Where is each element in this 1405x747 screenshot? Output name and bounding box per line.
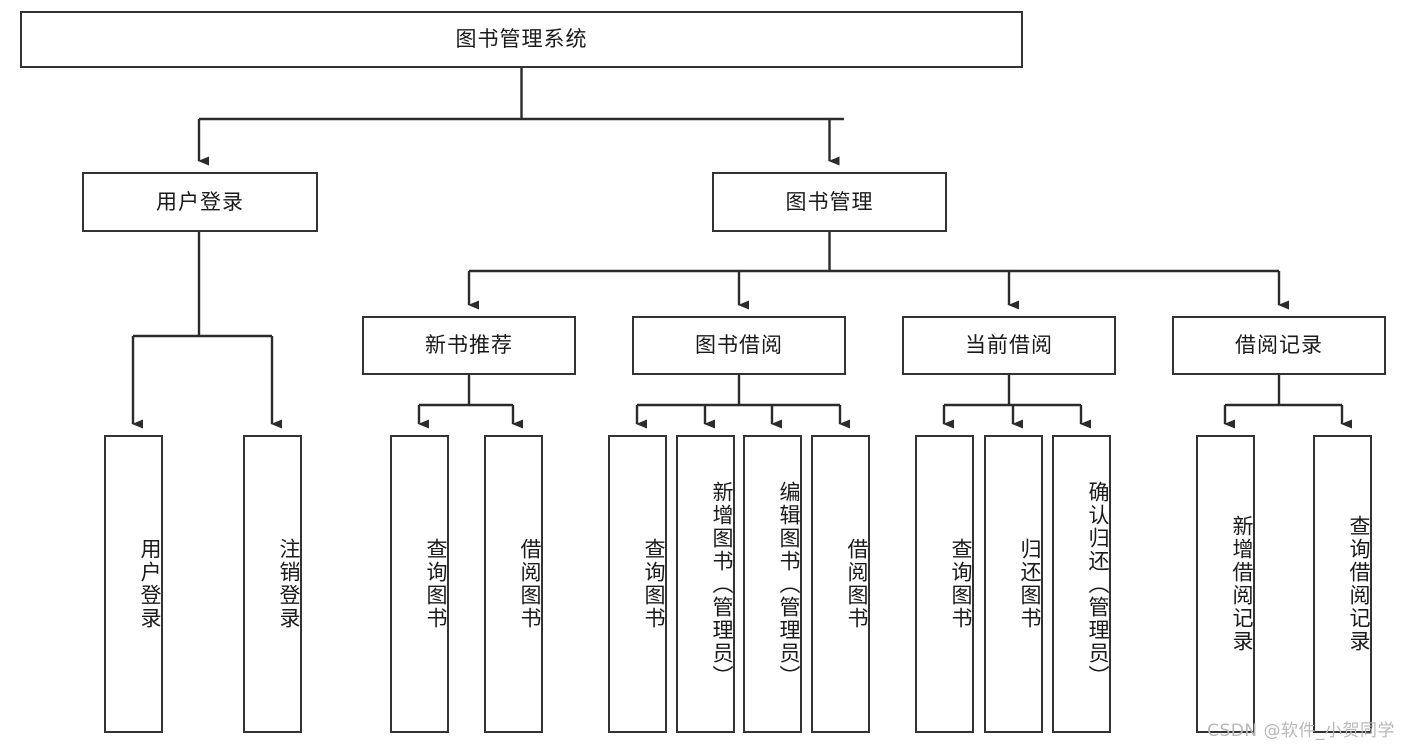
node-root-label: 图书管理系统 bbox=[455, 27, 588, 52]
node-leaf-borrow-book-label: 借阅图书 bbox=[845, 538, 869, 630]
node-leaf-cur-query-label: 查询图书 bbox=[949, 538, 973, 630]
node-user-login-label: 用户登录 bbox=[156, 189, 244, 214]
node-leaf-rec-borrow-label: 借阅图书 bbox=[518, 538, 542, 630]
node-leaf-add-record[interactable]: 新增借阅记录 bbox=[1196, 435, 1255, 733]
node-leaf-borrow-query[interactable]: 查询图书 bbox=[608, 435, 667, 733]
node-book-manage[interactable]: 图书管理 bbox=[712, 172, 947, 232]
node-leaf-user-login-label: 用户登录 bbox=[138, 538, 162, 630]
node-leaf-add-book[interactable]: 新增图书（管理员） bbox=[676, 435, 735, 733]
node-root[interactable]: 图书管理系统 bbox=[20, 11, 1023, 68]
node-leaf-borrow-query-label: 查询图书 bbox=[642, 538, 666, 630]
node-book-borrow-label: 图书借阅 bbox=[695, 333, 783, 358]
node-new-book-rec-label: 新书推荐 bbox=[425, 333, 513, 358]
node-leaf-add-book-label: 新增图书（管理员） bbox=[710, 480, 734, 688]
node-leaf-add-record-label: 新增借阅记录 bbox=[1230, 515, 1254, 653]
node-user-login[interactable]: 用户登录 bbox=[82, 172, 318, 232]
node-leaf-query-record[interactable]: 查询借阅记录 bbox=[1313, 435, 1372, 733]
node-borrow-record-label: 借阅记录 bbox=[1235, 333, 1323, 358]
node-leaf-user-login[interactable]: 用户登录 bbox=[104, 435, 163, 733]
node-new-book-rec[interactable]: 新书推荐 bbox=[362, 316, 576, 375]
node-leaf-edit-book[interactable]: 编辑图书（管理员） bbox=[743, 435, 802, 733]
node-leaf-query-record-label: 查询借阅记录 bbox=[1347, 515, 1371, 653]
node-leaf-confirm-return[interactable]: 确认归还（管理员） bbox=[1052, 435, 1111, 733]
node-book-manage-label: 图书管理 bbox=[785, 189, 874, 214]
node-leaf-borrow-book[interactable]: 借阅图书 bbox=[811, 435, 870, 733]
node-current-borrow-label: 当前借阅 bbox=[965, 333, 1053, 358]
node-leaf-cur-query[interactable]: 查询图书 bbox=[915, 435, 974, 733]
node-leaf-rec-query-label: 查询图书 bbox=[424, 538, 448, 630]
node-book-borrow[interactable]: 图书借阅 bbox=[632, 316, 846, 375]
node-leaf-rec-query[interactable]: 查询图书 bbox=[390, 435, 449, 733]
node-leaf-return-book-label: 归还图书 bbox=[1018, 538, 1042, 630]
node-borrow-record[interactable]: 借阅记录 bbox=[1172, 316, 1386, 375]
node-leaf-edit-book-label: 编辑图书（管理员） bbox=[777, 480, 801, 688]
node-leaf-return-book[interactable]: 归还图书 bbox=[984, 435, 1043, 733]
node-current-borrow[interactable]: 当前借阅 bbox=[902, 316, 1116, 375]
node-leaf-logout[interactable]: 注销登录 bbox=[243, 435, 302, 733]
node-leaf-rec-borrow[interactable]: 借阅图书 bbox=[484, 435, 543, 733]
node-leaf-logout-label: 注销登录 bbox=[277, 538, 301, 630]
node-leaf-confirm-return-label: 确认归还（管理员） bbox=[1086, 480, 1110, 688]
